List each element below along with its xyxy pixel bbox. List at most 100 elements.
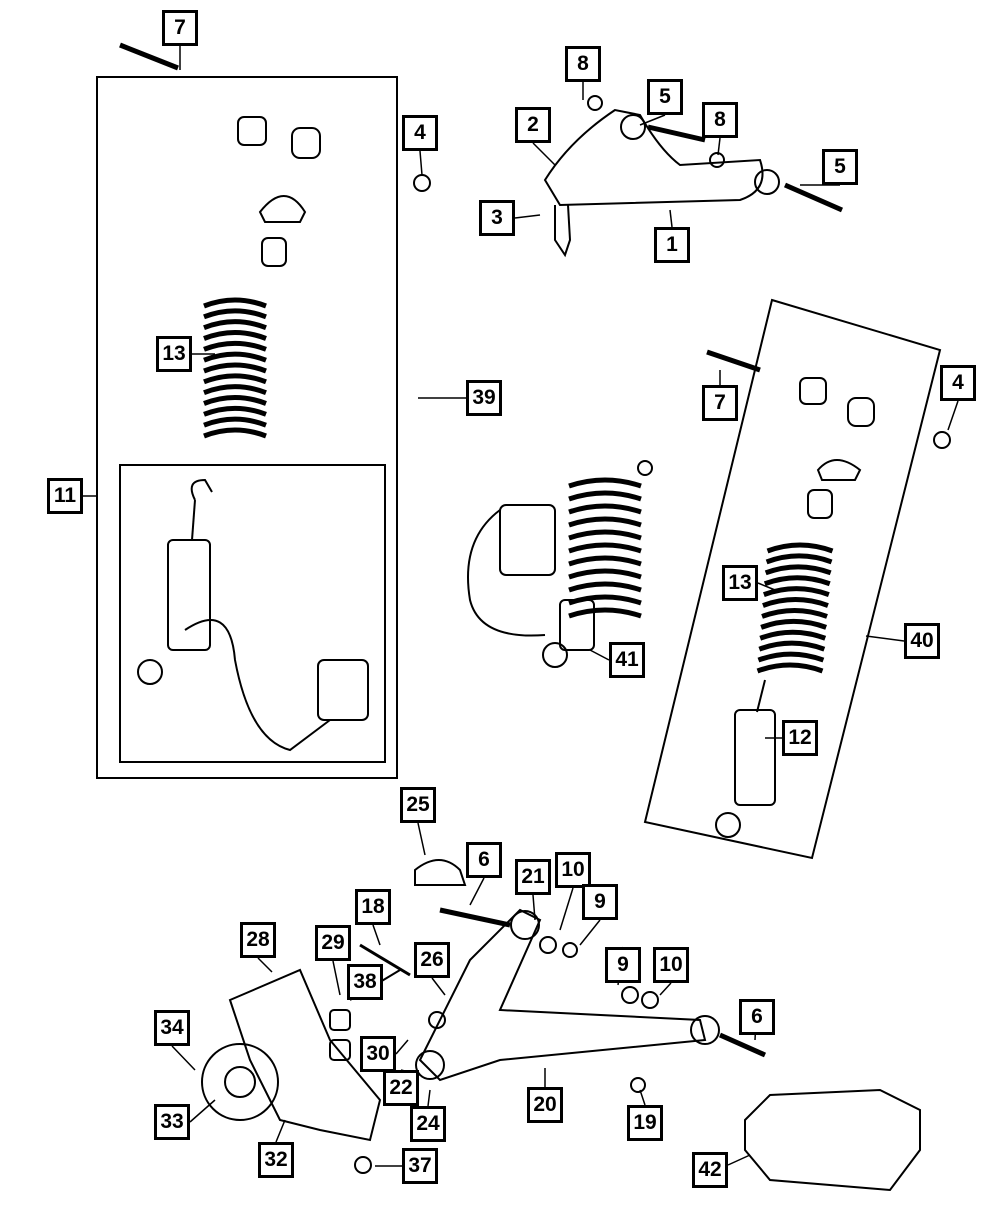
callout-3: 3: [479, 200, 515, 236]
dust-boot: [807, 489, 833, 519]
nut: [621, 986, 639, 1004]
shock-inset-frame: [119, 464, 386, 763]
callout-7: 7: [702, 385, 738, 421]
bushing: [799, 377, 827, 405]
leader-line: [332, 960, 341, 996]
connector: [499, 504, 556, 576]
bushing: [329, 1009, 351, 1031]
leader-line: [427, 1089, 431, 1107]
leader-lines: [83, 46, 959, 1167]
strut-wire: [467, 509, 546, 637]
callout-18: 18: [355, 889, 391, 925]
bolt: [647, 124, 706, 143]
callout-19: 19: [627, 1105, 663, 1141]
leader-line: [559, 887, 574, 931]
leader-line: [727, 1154, 751, 1166]
leader-line: [947, 400, 959, 431]
shock-rod: [191, 499, 196, 541]
arm-bushing: [690, 1015, 720, 1045]
bolt: [706, 349, 761, 373]
coil-spring: [568, 477, 642, 619]
strut-top: [637, 460, 653, 476]
arm-bushing: [510, 910, 540, 940]
callout-8: 8: [702, 102, 738, 138]
callout-11: 11: [47, 478, 83, 514]
upper-control-arm: [543, 108, 764, 207]
arm-bushing: [620, 114, 646, 140]
leader-line: [419, 150, 423, 176]
callout-33: 33: [154, 1104, 190, 1140]
shock-rod: [756, 679, 766, 713]
callout-39: 39: [466, 380, 502, 416]
callout-37: 37: [402, 1148, 438, 1184]
callout-10: 10: [653, 947, 689, 983]
leader-line: [469, 877, 485, 906]
bolt: [783, 182, 844, 213]
leader-line: [532, 142, 556, 166]
callout-12: 12: [782, 720, 818, 756]
assembly-frame-11: [96, 76, 398, 779]
callout-5: 5: [647, 79, 683, 115]
strut-body: [559, 599, 595, 651]
washer: [641, 991, 659, 1009]
leader-line: [532, 894, 536, 921]
callout-26: 26: [414, 942, 450, 978]
bolt: [439, 907, 511, 928]
jounce-bumper: [816, 459, 862, 481]
leader-line: [639, 114, 666, 126]
jounce-bumper-25: [414, 859, 467, 886]
coil-spring: [203, 297, 267, 439]
callout-4: 4: [402, 115, 438, 151]
callout-28: 28: [240, 922, 276, 958]
callout-4: 4: [940, 365, 976, 401]
dust-boot: [261, 237, 287, 267]
jounce-bumper: [258, 195, 307, 223]
leader-line: [189, 1099, 216, 1123]
leader-line: [659, 982, 672, 996]
assembly-frame-40: [643, 298, 942, 860]
leader-line: [372, 924, 381, 946]
stud: [359, 943, 411, 977]
callout-2: 2: [515, 107, 551, 143]
callout-42: 42: [692, 1152, 728, 1188]
part-drawings: [119, 42, 951, 1192]
ball-joint: [415, 1050, 445, 1080]
callout-21: 21: [515, 859, 551, 895]
callout-6: 6: [466, 842, 502, 878]
callout-25: 25: [400, 787, 436, 823]
shock-body: [734, 709, 776, 806]
shock-body: [167, 539, 211, 651]
connector: [317, 659, 369, 721]
bushing: [237, 116, 267, 146]
bolt: [718, 1032, 767, 1058]
skid-plate: [744, 1088, 921, 1192]
callout-40: 40: [904, 623, 940, 659]
arm-bushing: [754, 169, 780, 195]
callout-29: 29: [315, 925, 351, 961]
callout-7: 7: [162, 10, 198, 46]
lower-control-arm: [418, 908, 707, 1082]
leader-line: [514, 214, 541, 219]
bolt: [119, 42, 179, 71]
leader-line: [865, 635, 905, 642]
callout-6: 6: [739, 999, 775, 1035]
leader-line: [717, 137, 721, 156]
leader-line: [669, 209, 673, 228]
ball-joint-stud: [428, 1011, 446, 1029]
nut: [562, 942, 578, 958]
hub-center: [224, 1066, 256, 1098]
washer: [539, 936, 557, 954]
bushing: [847, 397, 875, 427]
nut: [354, 1156, 372, 1174]
leader-line: [757, 582, 776, 591]
callout-10: 10: [555, 852, 591, 888]
callout-9: 9: [582, 884, 618, 920]
nut: [709, 152, 725, 168]
callout-30: 30: [360, 1036, 396, 1072]
callout-41: 41: [609, 642, 645, 678]
shock-eye: [715, 812, 741, 838]
leader-line: [589, 649, 610, 661]
shock-eye: [137, 659, 163, 685]
strut-eye: [542, 642, 568, 668]
leader-line: [417, 822, 426, 856]
